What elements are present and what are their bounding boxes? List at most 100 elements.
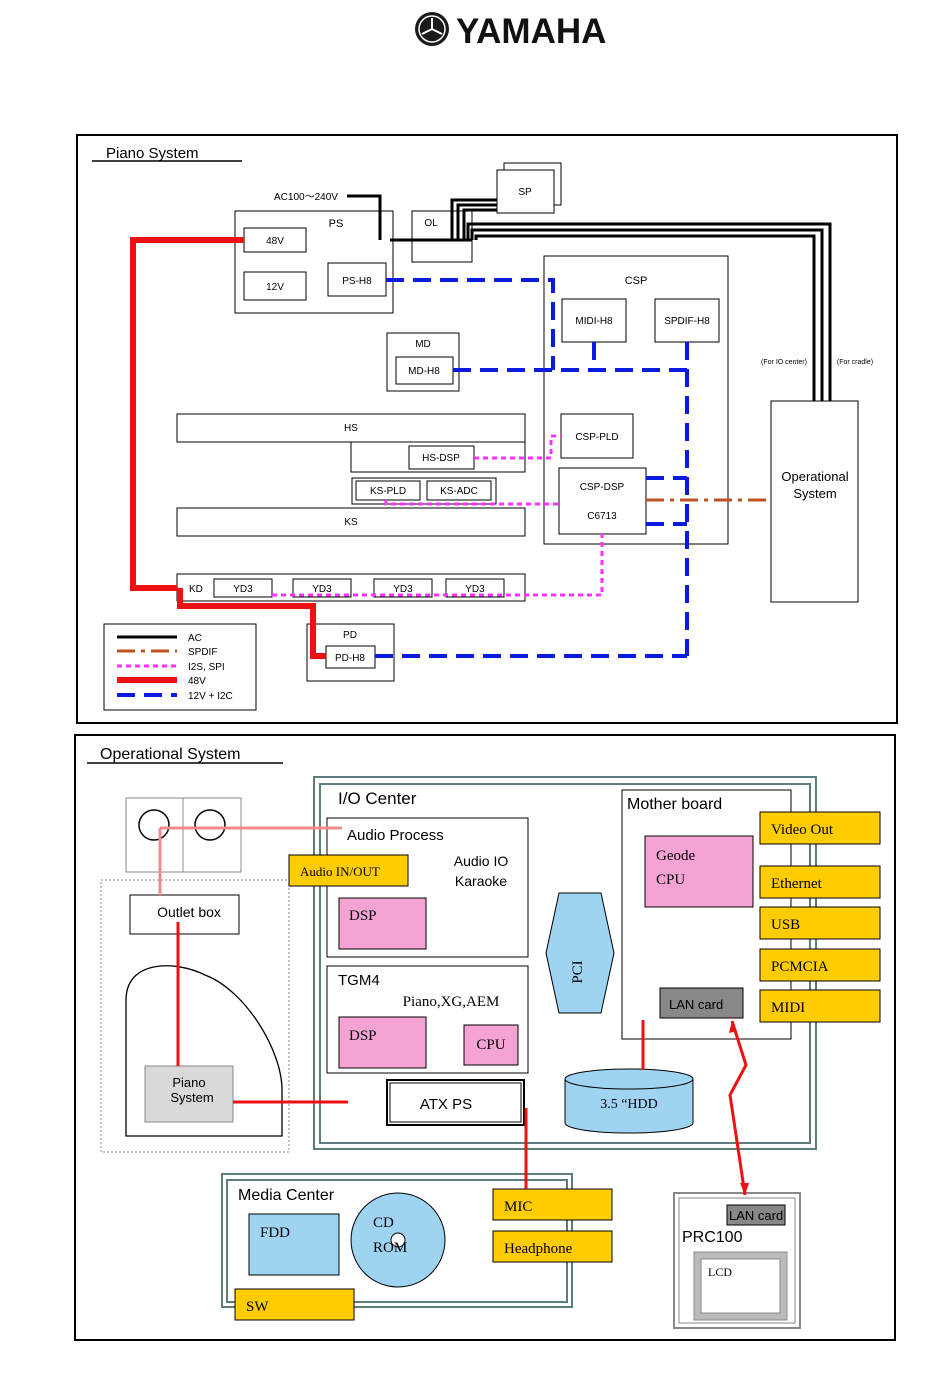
pd-h8-label: PD-H8	[335, 653, 365, 664]
yamaha-logo: YAMAHA	[415, 12, 606, 51]
outlet-box	[129, 894, 240, 935]
mother-board-label: Mother board	[627, 796, 722, 813]
mic-label: MIC	[504, 1199, 532, 1215]
audio-dsp-label: DSP	[349, 908, 377, 924]
ol-box	[411, 210, 473, 263]
legend-12v: 12V + I2C	[188, 691, 233, 702]
port-ethernet-label: Ethernet	[771, 876, 823, 892]
tgm4-cpu-label: CPU	[476, 1037, 505, 1053]
tgm4-dsp-label: DSP	[349, 1028, 377, 1044]
prc-lan-card-box	[726, 1204, 786, 1226]
port-midi	[759, 989, 881, 1023]
ps-48v-box	[243, 227, 307, 253]
tgm4-cpu-box	[463, 1024, 519, 1066]
ps-h8-label: PS-H8	[342, 276, 372, 287]
ks-pld-label: KS-PLD	[370, 486, 406, 497]
lcd-screen	[700, 1258, 781, 1314]
midi-h8-label: MIDI-H8	[575, 316, 613, 327]
csp-dsp-label: CSP-DSP	[580, 482, 625, 493]
sw-box	[234, 1288, 355, 1321]
operational-system-label-2: System	[793, 486, 836, 501]
csp-pld-label: CSP-PLD	[575, 432, 618, 443]
fdd-box	[248, 1213, 340, 1276]
for-io-center-label: (For IO center)	[761, 359, 807, 366]
ps-label: PS	[329, 218, 344, 230]
audio-in-out-label: Audio IN/OUT	[300, 864, 380, 879]
c6713-label: C6713	[587, 511, 617, 522]
prc100-label: PRC100	[682, 1229, 743, 1246]
legend-48v: 48V	[188, 676, 206, 687]
headphone-box	[492, 1230, 613, 1263]
karaoke-label: Karaoke	[455, 873, 507, 889]
md-h8-label: MD-H8	[408, 366, 440, 377]
legend-spdif: SPDIF	[188, 647, 217, 658]
port-usb-label: USB	[771, 917, 800, 933]
csp-pld-box	[560, 413, 634, 459]
ol-label: OL	[424, 218, 438, 229]
piano-system-frame	[76, 134, 898, 724]
sp-label: SP	[518, 187, 532, 198]
midi-h8-box	[561, 298, 627, 343]
ks-label: KS	[344, 517, 358, 528]
piano-system-label-2: System	[170, 1090, 213, 1105]
speaker-wires	[158, 826, 342, 895]
connection-wires	[176, 922, 748, 1196]
operational-system-label-1: Operational	[781, 469, 848, 484]
rom-label: ROM	[373, 1240, 407, 1256]
hs-label: HS	[344, 423, 358, 434]
media-center-label: Media Center	[238, 1187, 335, 1204]
ac-wires	[347, 194, 832, 401]
atx-ps-box	[386, 1079, 525, 1126]
tgm4-engine-label: Piano,XG,AEM	[403, 994, 500, 1010]
hdd-icon	[564, 1068, 694, 1134]
pci-label: PCI	[570, 960, 586, 983]
ks-box	[176, 507, 526, 537]
piano-system-box	[144, 1065, 234, 1123]
legend: AC SPDIF I2S, SPI 48V 12V + I2C	[103, 623, 257, 711]
geode-cpu-label: CPU	[656, 872, 685, 888]
ps-48v-label: 48V	[266, 236, 284, 247]
yamaha-wordmark: YAMAHA	[456, 12, 606, 51]
yd3-label-3: YD3	[393, 584, 413, 595]
port-usb	[759, 906, 881, 940]
md-label: MD	[415, 339, 431, 350]
kd-label: KD	[189, 584, 203, 595]
pd-label: PD	[343, 630, 357, 641]
legend-ac: AC	[188, 633, 202, 644]
ks-adc-box	[426, 480, 492, 501]
operational-system-frame	[74, 734, 896, 1341]
md-box	[386, 332, 460, 392]
operational-system-box	[770, 400, 859, 603]
speaker-right-icon	[194, 809, 226, 841]
ps-12v-box	[243, 271, 307, 301]
yd3-box-4	[445, 578, 505, 598]
ps-box	[234, 210, 394, 314]
audio-in-out-box	[288, 854, 409, 887]
spdif-h8-box	[654, 298, 720, 343]
tgm4-dsp-box	[338, 1016, 427, 1069]
pci-bus-shape	[545, 892, 615, 1014]
lan-card-label: LAN card	[669, 997, 723, 1012]
geode-label: Geode	[656, 848, 695, 864]
csp-box	[543, 255, 729, 545]
piano-system-title: Piano System	[106, 145, 199, 162]
48v-wires	[130, 237, 326, 659]
piano-system-label-1: Piano	[172, 1075, 205, 1090]
speaker-left-icon	[138, 809, 170, 841]
geode-cpu-box	[644, 835, 754, 908]
yd3-box-3	[373, 578, 433, 598]
ps-12v-label: 12V	[266, 282, 284, 293]
port-pcmcia	[759, 948, 881, 982]
csp-label: CSP	[625, 275, 648, 287]
csp-dsp-box	[558, 467, 647, 535]
yd3-label-1: YD3	[233, 584, 253, 595]
for-cradle-label: (For cradle)	[837, 359, 873, 366]
yd3-label-2: YD3	[312, 584, 332, 595]
mic-box	[492, 1188, 613, 1221]
port-video-out	[759, 811, 881, 845]
operational-system-title: Operational System	[100, 746, 241, 763]
cd-label: CD	[373, 1215, 394, 1231]
yd3-box-1	[213, 578, 273, 598]
spdif-h8-label: SPDIF-H8	[664, 316, 710, 327]
